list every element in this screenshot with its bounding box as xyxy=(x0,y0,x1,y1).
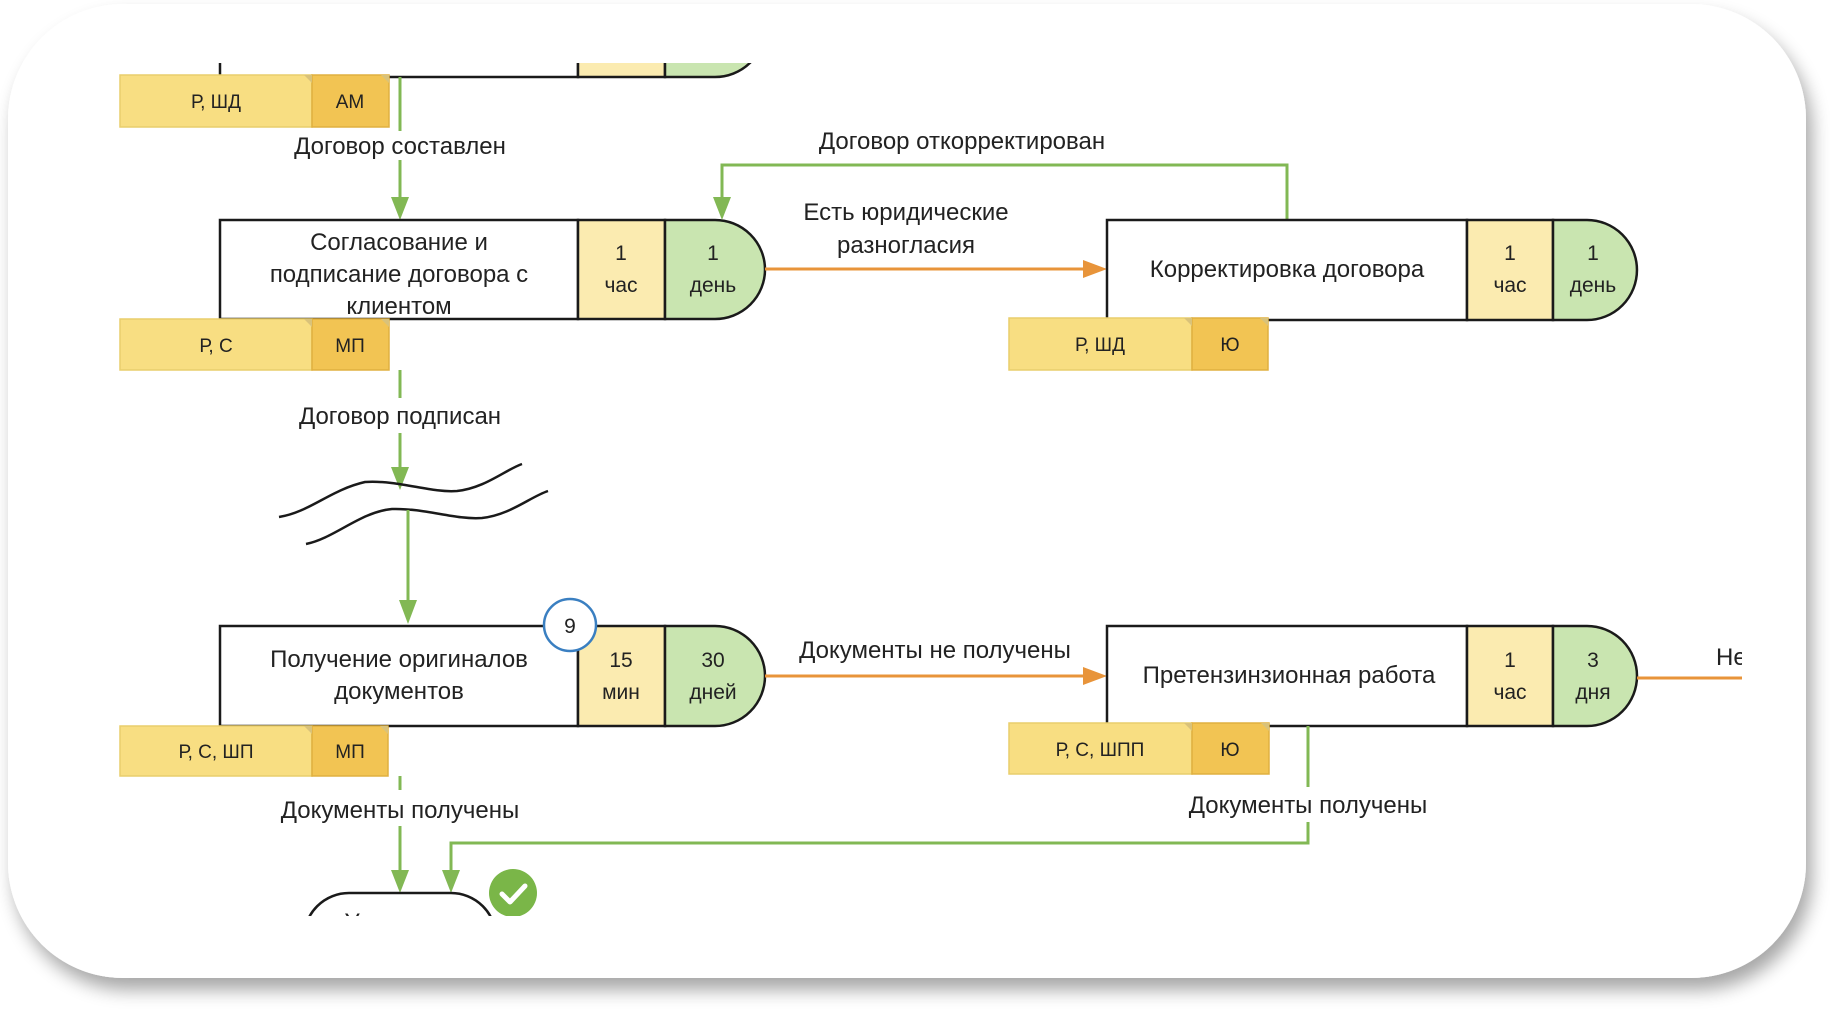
process-originals-duration-unit: дней xyxy=(689,681,736,704)
flow-contract-signed[interactable]: Договор подписан xyxy=(299,370,501,490)
flow-label-docs-received-right: Документы получены xyxy=(1189,792,1428,819)
arrowhead-icon xyxy=(442,870,460,893)
flow-claims-negative[interactable]: Не xyxy=(1637,644,1760,680)
end-event-label: Успешное xyxy=(344,909,455,936)
tag-originals-roles: Р, С, ШП xyxy=(179,742,254,763)
process-approval[interactable]: Согласование и подписание договора с кли… xyxy=(218,218,767,321)
process-correction[interactable]: Корректировка договора 1 час 1 день xyxy=(1105,218,1639,322)
process-approval-duration-value: 1 xyxy=(707,242,719,265)
process-originals-duration-value: 30 xyxy=(701,649,724,672)
flow-label-contract-corrected: Договор откорректирован xyxy=(819,128,1105,155)
flow-label-docs-received-left: Документы получены xyxy=(281,797,520,824)
process-originals-title-line2: документов xyxy=(334,678,464,705)
flow-legal-disagreements[interactable]: Есть юридические разногласия xyxy=(765,199,1107,278)
end-event-success[interactable]: Успешное xyxy=(304,891,496,983)
badge-originals[interactable]: 9 xyxy=(542,597,598,653)
badge-number: 9 xyxy=(564,615,576,638)
tag-correction: Р, ШД Ю xyxy=(1008,317,1269,371)
process-correction-duration-value: 1 xyxy=(1587,242,1599,265)
tag-correction-owner: Ю xyxy=(1220,335,1239,356)
flow-docs-not-received[interactable]: Документы не получены xyxy=(765,637,1107,685)
flow-continue-to-originals[interactable] xyxy=(399,510,417,624)
process-approval-duration-unit: день xyxy=(690,274,737,297)
arrowhead-icon xyxy=(399,600,417,624)
tag-claims-owner: Ю xyxy=(1220,740,1239,761)
arrowhead-icon xyxy=(391,197,409,220)
tag-approval-roles: Р, С xyxy=(199,336,232,357)
process-correction-time-unit: час xyxy=(1493,274,1526,297)
arrowhead-icon xyxy=(1083,260,1107,278)
process-originals-title-line1: Получение оригиналов xyxy=(270,646,528,673)
tag-top-roles: Р, ШД xyxy=(191,92,241,113)
process-originals[interactable]: Получение оригиналов документов 15 мин 3… xyxy=(218,624,767,728)
process-claims-duration-unit: дня xyxy=(1575,681,1610,704)
tag-approval: Р, С МП xyxy=(119,318,390,371)
flow-label-legal-disagreements-line2: разногласия xyxy=(837,232,975,259)
flow-label-contract-drafted: Договор составлен xyxy=(294,133,506,160)
arrowhead-icon xyxy=(391,467,409,490)
process-approval-duration-cell xyxy=(663,218,767,321)
process-approval-title-line3: клиентом xyxy=(346,293,451,320)
flow-label-clipped: Не xyxy=(1716,644,1747,671)
arrowhead-icon xyxy=(391,870,409,893)
process-correction-duration-unit: день xyxy=(1570,274,1617,297)
process-correction-time-cell xyxy=(1465,218,1555,322)
process-claims-time-cell xyxy=(1465,624,1555,728)
flow-label-docs-not-received: Документы не получены xyxy=(799,637,1071,664)
tag-originals-owner: МП xyxy=(335,742,364,763)
process-top-time-cell xyxy=(576,63,667,79)
process-approval-title-line1: Согласование и xyxy=(310,229,488,256)
process-claims[interactable]: Претензинзионная работа 1 час 3 дня xyxy=(1105,624,1639,728)
process-approval-title-line2: подписание договора с xyxy=(270,261,528,288)
process-approval-body xyxy=(218,218,580,321)
number-badge xyxy=(542,597,598,653)
tag-originals: Р, С, ШП МП xyxy=(119,725,389,777)
process-approval-time-cell xyxy=(576,218,667,321)
flow-contract-corrected[interactable]: Договор откорректирован xyxy=(713,128,1289,220)
flow-docs-received-right[interactable]: Документы получены xyxy=(442,726,1427,893)
process-claims-duration-value: 3 xyxy=(1587,649,1599,672)
tag-top: Р, ШД АМ xyxy=(119,74,390,128)
process-claims-title: Претензинзионная работа xyxy=(1143,662,1436,689)
process-approval-time-unit: час xyxy=(604,274,637,297)
process-correction-duration-cell xyxy=(1551,218,1639,322)
tag-approval-owner: МП xyxy=(335,336,364,357)
flow-docs-received-left[interactable]: Документы получены xyxy=(281,776,520,893)
process-correction-time-value: 1 xyxy=(1504,242,1516,265)
flow-label-legal-disagreements-line1: Есть юридические xyxy=(803,199,1008,226)
process-correction-body xyxy=(1105,218,1469,322)
arrowhead-icon xyxy=(1083,667,1107,685)
process-originals-time-unit: мин xyxy=(602,681,640,704)
process-originals-time-cell xyxy=(576,624,667,728)
process-claims-time-value: 1 xyxy=(1504,649,1516,672)
break-symbol xyxy=(278,462,549,546)
process-claims-duration-cell xyxy=(1551,624,1639,728)
arrowhead-icon xyxy=(713,197,731,220)
diagram-canvas: Р, ШД АМ Договор составлен Согласование … xyxy=(119,63,1760,983)
process-top-duration-cell xyxy=(663,63,752,79)
tag-claims: Р, С, ШПП Ю xyxy=(1008,722,1270,775)
tag-correction-roles: Р, ШД xyxy=(1075,335,1125,356)
process-claims-time-unit: час xyxy=(1493,681,1526,704)
process-originals-duration-cell xyxy=(663,624,767,728)
process-approval-time-value: 1 xyxy=(615,242,627,265)
process-correction-title: Корректировка договора xyxy=(1150,256,1425,283)
process-originals-body xyxy=(218,624,580,728)
process-originals-time-value: 15 xyxy=(609,649,632,672)
tag-top-owner: АМ xyxy=(336,92,365,113)
process-claims-body xyxy=(1105,624,1469,728)
tag-claims-roles: Р, С, ШПП xyxy=(1056,740,1145,761)
check-circle-icon xyxy=(489,869,537,916)
flow-contract-drafted[interactable]: Договор составлен xyxy=(294,77,506,220)
flow-label-contract-signed: Договор подписан xyxy=(299,403,501,430)
end-event-shape xyxy=(308,891,492,916)
